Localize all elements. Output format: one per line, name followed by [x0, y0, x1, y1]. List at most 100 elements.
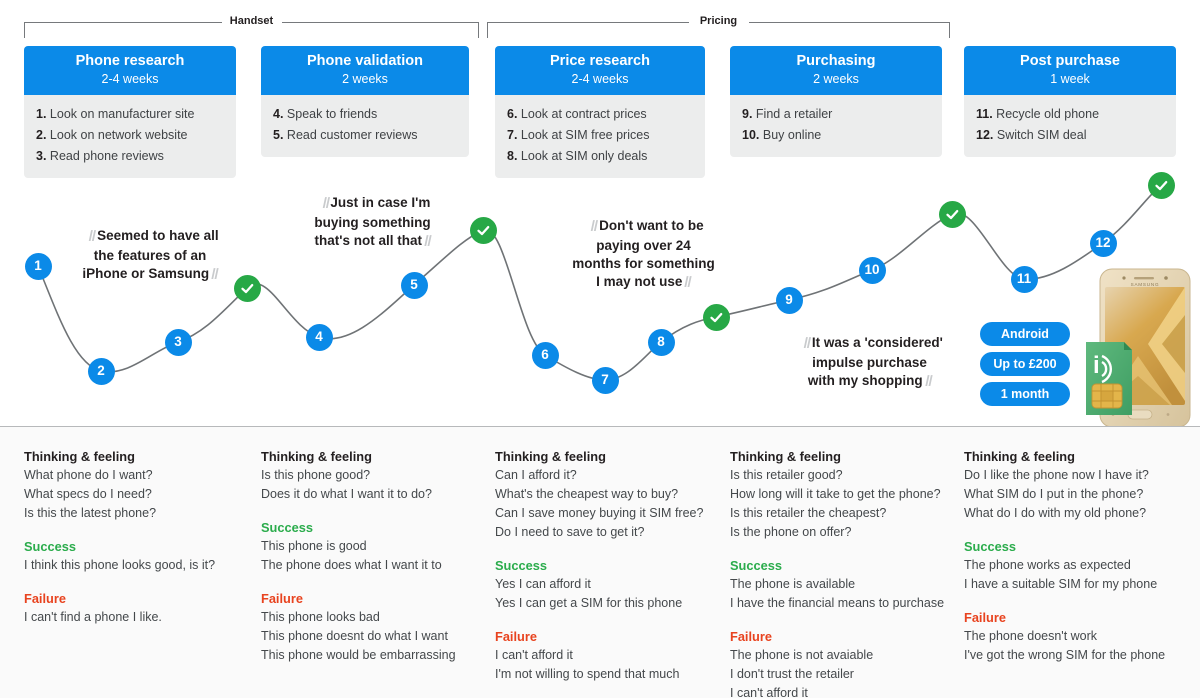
success-heading: Success [24, 539, 76, 554]
quote-text: that's not all that [314, 232, 422, 248]
success-heading: Success [964, 539, 1016, 554]
stage-card[interactable]: Purchasing 2 weeks 9. Find a retailer 10. B… [730, 46, 942, 157]
stage-title: Phone validation [306, 53, 423, 69]
journey-step-node-7[interactable]: 7 [591, 366, 619, 394]
thinking-feeling-line: Is this phone good? [261, 468, 371, 482]
offer-badge[interactable]: Up to £200 [980, 352, 1070, 376]
stage-title: Purchasing [796, 53, 876, 69]
thinking-feeling-heading: Thinking & feeling [261, 449, 372, 464]
success-line: I have a suitable SIM for my phone [964, 577, 1158, 591]
quote-line: I may not use‖ [556, 273, 731, 293]
journey-checkmark-icon[interactable] [938, 200, 966, 228]
stage-duration: 1 week [1050, 71, 1090, 86]
journey-step-node-10[interactable]: 10 [858, 256, 886, 284]
stage-task: 6. Look at contract prices [507, 104, 693, 125]
thinking-feeling-line: What phone do I want? [24, 468, 153, 482]
check-icon [476, 225, 489, 235]
journey-step-node-3[interactable]: 3 [164, 328, 192, 356]
quote-text: with my shopping [807, 372, 923, 388]
quote-line: with my shopping‖ [787, 372, 952, 392]
stage-body: 9. Find a retailer 10. Buy online [730, 94, 942, 157]
quote-text: months for something [572, 255, 715, 271]
failure-heading: Failure [730, 629, 772, 644]
quote-line: that's not all that‖ [290, 232, 455, 252]
thinking-feeling-line: Is the phone on offer? [730, 525, 852, 539]
quote-text: Don't want to be [599, 218, 704, 233]
journey-step-node-9[interactable]: 9 [775, 286, 803, 314]
quote-line: iPhone or Samsung‖ [60, 265, 240, 285]
stage-task-label: Speak to friends [286, 106, 378, 121]
success-line: I think this phone looks good, is it? [24, 558, 216, 572]
thinking-feeling-line: Do I like the phone now I have it? [964, 468, 1149, 482]
quote-close-icon: ‖ [682, 273, 693, 291]
success-line: I have the financial means to purchase [730, 596, 945, 610]
stage-task-number: 3. [36, 148, 47, 163]
offer-badge[interactable]: 1 month [980, 382, 1070, 406]
stage-task-number: 7. [507, 127, 518, 142]
stage-task-label: Find a retailer [755, 106, 833, 121]
stage-task: 12. Switch SIM deal [976, 125, 1164, 146]
stage-task: 4. Speak to friends [273, 104, 457, 125]
stage-task: 10. Buy online [742, 125, 930, 146]
offer-badge[interactable]: Android [980, 322, 1070, 346]
quote-line: the features of an [60, 247, 240, 265]
failure-heading: Failure [24, 591, 66, 606]
journey-step-node-2[interactable]: 2 [87, 357, 115, 385]
quote-close-icon: ‖ [922, 372, 934, 390]
stage-task-number: 4. [273, 106, 284, 121]
stage-task: 11. Recycle old phone [976, 104, 1164, 125]
thinking-feeling-line: Do I need to save to get it? [495, 525, 645, 539]
journey-checkmark-icon[interactable] [469, 216, 497, 244]
stage-task-label: Look on network website [49, 127, 188, 142]
section-divider [0, 426, 1200, 427]
failure-line: I can't find a phone I like. [24, 610, 162, 624]
quote-close-icon: ‖ [209, 265, 220, 283]
journey-step-node-5[interactable]: 5 [400, 271, 428, 299]
stage-task-label: Look at contract prices [520, 106, 647, 121]
failure-line: This phone looks bad [261, 610, 380, 624]
quote-line: months for something [556, 255, 731, 273]
journey-step-node-12[interactable]: 12 [1089, 229, 1117, 257]
stage-header: Purchasing 2 weeks [730, 46, 942, 95]
check-icon [1154, 180, 1167, 190]
stage-task-label: Switch SIM deal [996, 127, 1087, 142]
journey-step-node-4[interactable]: 4 [305, 323, 333, 351]
journey-step-node-11[interactable]: 11 [1010, 265, 1038, 293]
thinking-feeling-heading: Thinking & feeling [24, 449, 135, 464]
quote-line: impulse purchase [787, 354, 952, 372]
thinking-feeling-line: Is this retailer the cheapest? [730, 506, 887, 520]
journey-step-node-6[interactable]: 6 [531, 341, 559, 369]
thinking-feeling-line: Is this the latest phone? [24, 506, 157, 520]
stage-task-number: 8. [507, 148, 518, 163]
journey-checkmark-icon[interactable] [702, 303, 730, 331]
journey-step-node-1[interactable]: 1 [24, 252, 52, 280]
stage-task: 3. Read phone reviews [36, 146, 224, 167]
journey-step-node-8[interactable]: 8 [647, 328, 675, 356]
journey-checkmark-icon[interactable] [1147, 171, 1175, 199]
failure-line: The phone is not avaiable [730, 648, 874, 662]
journey-checkmark-icon[interactable] [233, 274, 261, 302]
success-line: The phone is available [730, 577, 856, 591]
stage-duration: 2 weeks [813, 71, 859, 86]
stage-task-number: 9. [742, 106, 753, 121]
phase-bracket: Pricing [487, 13, 950, 39]
stage-title: Price research [550, 53, 650, 69]
failure-line: This phone would be embarrassing [261, 648, 456, 662]
